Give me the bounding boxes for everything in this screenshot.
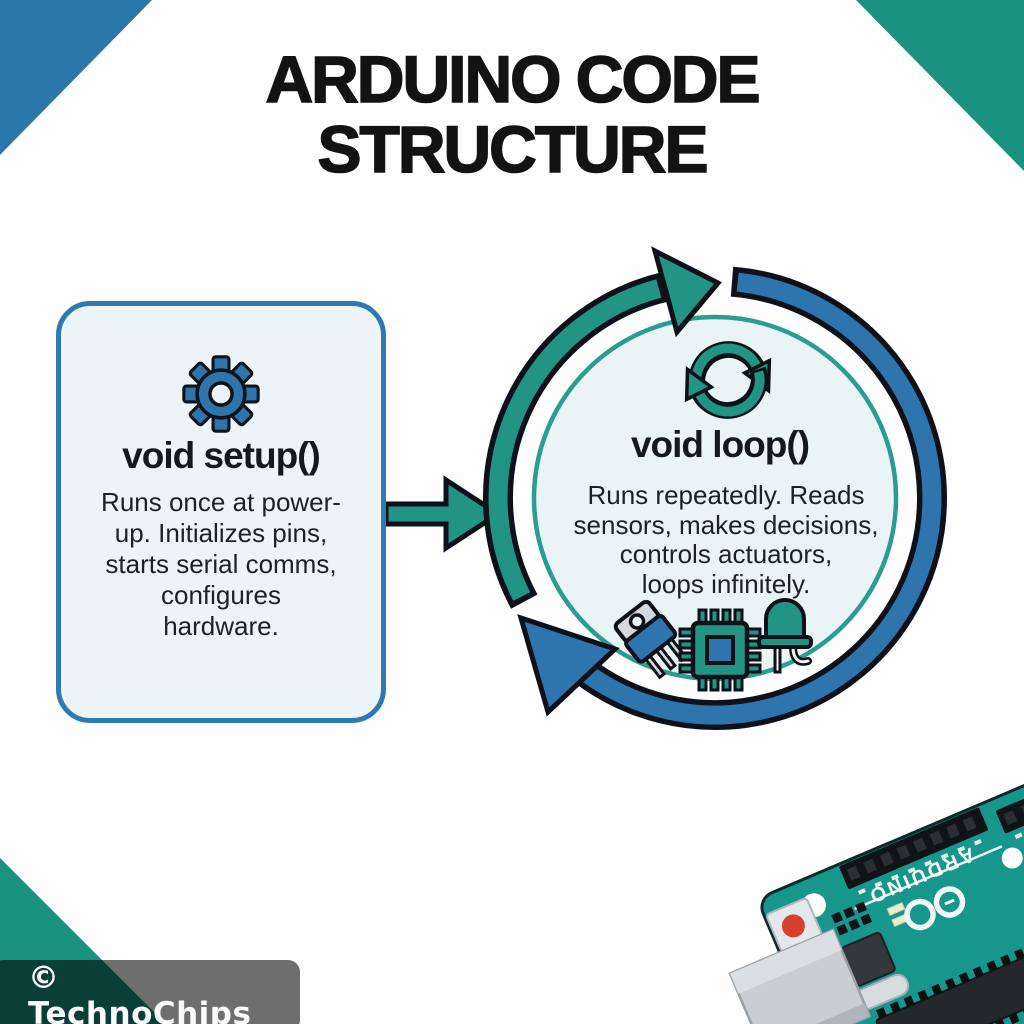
led-icon [757,598,813,674]
setup-description-line: hardware. [163,611,279,641]
transistor-icon [613,599,688,680]
page-title: ARDUINO CODE STRUCTURE [0,42,1024,186]
setup-description-line: Runs once at power- [101,487,341,517]
setup-heading: void setup() [122,435,321,476]
loop-arrow-blue-icon [517,266,947,731]
loop-description-line: loops infinitely. [641,568,811,599]
setup-description-line: configures [161,580,281,610]
microchip-icon [678,608,762,692]
loop-description: Runs repeatedly. Reads sensors, makes de… [506,480,946,599]
right-arrow-icon [386,475,503,553]
loop-diagram [482,246,947,731]
loop-heading: void loop() [630,424,810,465]
loop-arrow-teal-icon [482,246,722,609]
loop-description-line: Runs repeatedly. Reads [587,480,865,510]
setup-description-line: up. Initializes pins, [114,518,328,548]
loop-description-line: controls actuators, [619,539,833,569]
loop-description-line: sensors, makes decisions, [573,509,879,540]
page-title-line-1: ARDUINO CODE [265,42,762,116]
setup-card: void setup() Runs once at power- up. Ini… [56,301,386,723]
copyright-watermark: © TechnoChips [0,960,300,1024]
setup-description-line: starts serial comms, [105,549,337,579]
setup-description: Runs once at power- up. Initializes pins… [49,487,393,642]
arduino-board-image: ARDUINO [728,755,1024,1024]
gear-icon [182,355,260,433]
page-title-line-2: STRUCTURE [317,112,710,186]
usb-connector [728,928,872,1024]
cycle-icon [684,341,772,419]
